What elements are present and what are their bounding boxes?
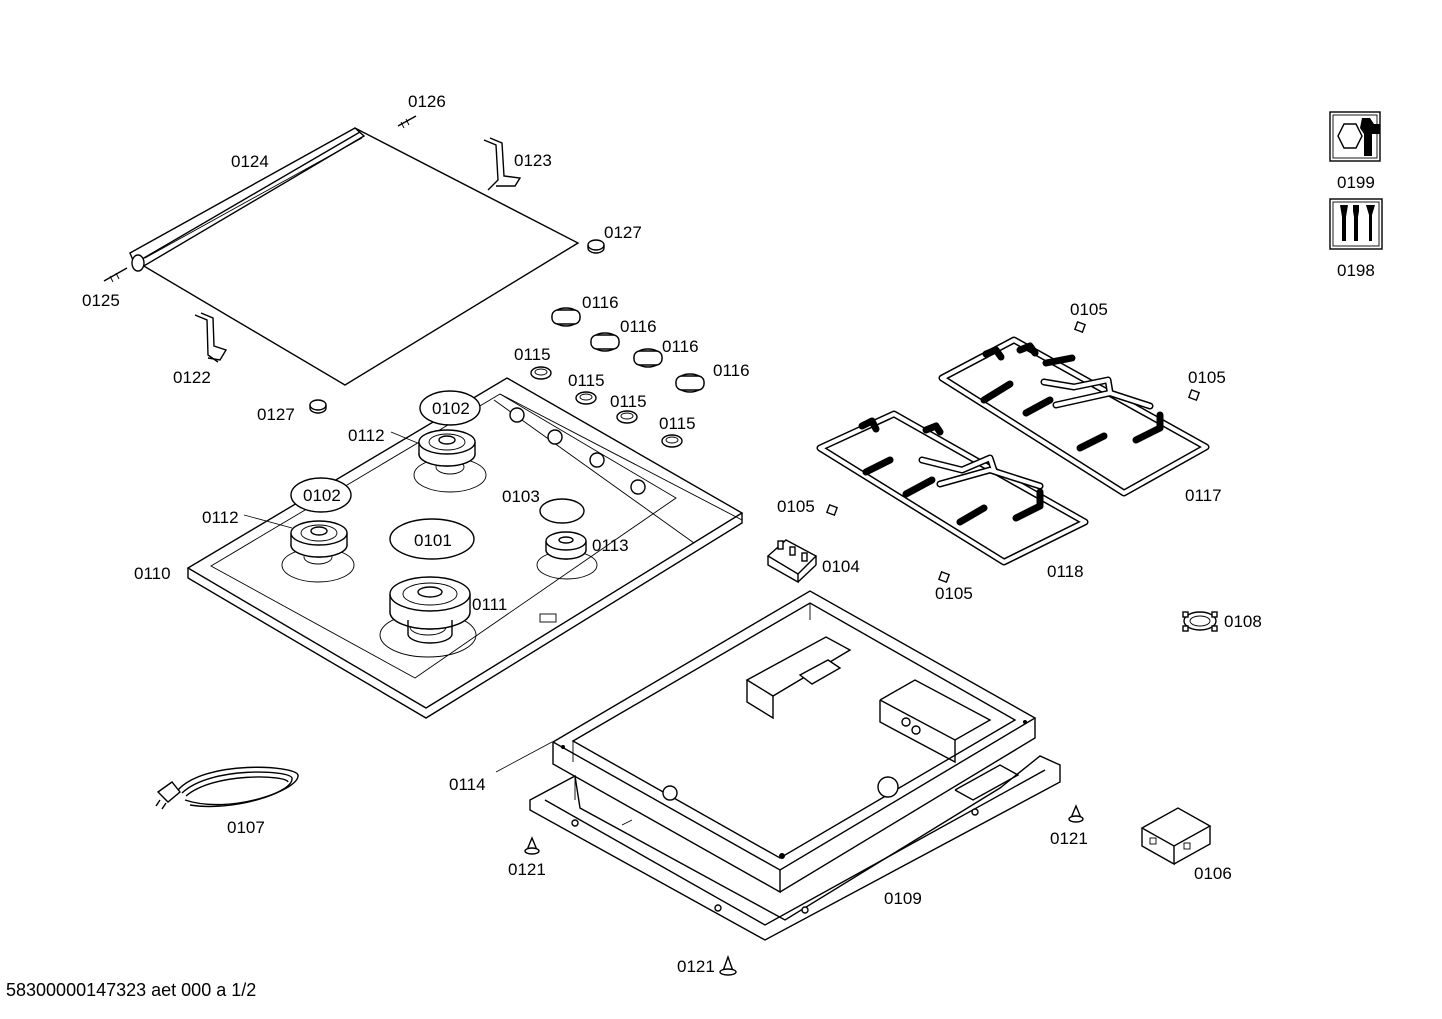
cover-lid[interactable] [129, 127, 580, 386]
burner-0113-small[interactable] [545, 531, 587, 560]
burner-cap-0103[interactable] [539, 498, 585, 524]
hinge-bracket-0122[interactable] [194, 312, 228, 363]
terminal-block-0104[interactable] [766, 539, 818, 584]
label-0115: 0115 [568, 371, 605, 390]
label-0102: 0102 [303, 486, 341, 505]
label-0198: 0198 [1337, 261, 1375, 280]
burner-cap-0102-left[interactable] [290, 477, 352, 513]
control-knob-3[interactable] [633, 348, 663, 368]
rubber-foot-0105-d[interactable] [937, 570, 951, 584]
leader-lines [243, 431, 553, 773]
knob-ring-3[interactable] [616, 410, 638, 424]
wrench-tool-icon[interactable] [1329, 111, 1381, 162]
label-0109: 0109 [884, 889, 922, 908]
label-0105: 0105 [935, 584, 973, 603]
burner-0112-rear[interactable] [418, 429, 476, 467]
base-tray-0109[interactable] [529, 755, 1061, 941]
label-0125: 0125 [82, 291, 120, 310]
hinge-bracket-0123[interactable] [483, 137, 522, 191]
rubber-buffer-0127-bottom[interactable] [309, 399, 327, 414]
gasket-0108[interactable] [1182, 611, 1218, 632]
label-0102: 0102 [432, 399, 470, 418]
label-0112: 0112 [202, 508, 239, 527]
foot-0121-bottom[interactable] [719, 954, 737, 976]
label-0123: 0123 [514, 151, 552, 170]
burner-0112-left[interactable] [290, 520, 348, 558]
label-0127: 0127 [257, 405, 295, 424]
power-cable-0107[interactable] [155, 766, 299, 810]
label-0105: 0105 [1188, 368, 1226, 387]
document-footer-id: 58300000147323 aet 000 a 1/2 [6, 980, 257, 1000]
label-0107: 0107 [227, 818, 265, 837]
pan-support-0118[interactable] [816, 410, 1089, 566]
label-0117: 0117 [1185, 486, 1222, 505]
rubber-foot-0105-a[interactable] [1073, 320, 1087, 334]
rubber-foot-0105-b[interactable] [1187, 388, 1201, 402]
label-0127: 0127 [604, 223, 642, 242]
control-knob-2[interactable] [590, 332, 620, 352]
label-0116: 0116 [713, 361, 750, 380]
burner-cap-0101[interactable] [389, 518, 475, 560]
knob-ring-4[interactable] [661, 434, 683, 448]
label-0114: 0114 [449, 775, 486, 794]
connector-box-0106[interactable] [1140, 807, 1212, 866]
label-0111: 0111 [472, 595, 507, 614]
tools-set-icon[interactable] [1329, 198, 1383, 250]
burner-cap-0102-rear[interactable] [419, 390, 481, 426]
label-0110: 0110 [134, 564, 171, 583]
label-0103: 0103 [502, 487, 540, 506]
label-0115: 0115 [659, 414, 696, 433]
label-0199: 0199 [1337, 173, 1375, 192]
burner-0111-large[interactable] [389, 576, 471, 644]
label-0121: 0121 [677, 957, 715, 976]
label-0116: 0116 [620, 317, 657, 336]
label-0106: 0106 [1194, 864, 1232, 883]
label-0116: 0116 [662, 337, 699, 356]
rubber-foot-0105-c[interactable] [825, 503, 839, 517]
part-labels: 0126 0124 0123 0127 0125 0122 0127 0116 … [82, 92, 1375, 976]
label-0121: 0121 [508, 860, 546, 879]
label-0115: 0115 [610, 392, 647, 411]
label-0122: 0122 [173, 368, 211, 387]
label-0104: 0104 [822, 557, 860, 576]
pan-support-0117[interactable] [938, 336, 1210, 497]
label-0105: 0105 [1070, 300, 1108, 319]
foot-0121-left[interactable] [524, 836, 540, 855]
knob-ring-2[interactable] [575, 391, 597, 405]
label-0126: 0126 [408, 92, 446, 111]
knob-ring-1[interactable] [530, 366, 552, 380]
rubber-buffer-0127-top[interactable] [587, 239, 605, 254]
foot-0121-right[interactable] [1068, 804, 1084, 823]
frame-0114[interactable] [551, 590, 1037, 894]
label-0115: 0115 [514, 345, 551, 364]
label-0112: 0112 [348, 426, 385, 445]
control-knob-4[interactable] [675, 373, 705, 393]
screw-0125[interactable] [103, 267, 128, 283]
label-0108: 0108 [1224, 612, 1262, 631]
label-0118: 0118 [1047, 562, 1084, 581]
label-0101: 0101 [414, 531, 452, 550]
label-0116: 0116 [582, 293, 619, 312]
screw-0126[interactable] [397, 115, 417, 129]
inner-components [662, 636, 992, 801]
label-0121: 0121 [1050, 829, 1088, 848]
label-0105: 0105 [777, 497, 815, 516]
label-0113: 0113 [592, 536, 629, 555]
control-knob-1[interactable] [551, 307, 581, 327]
label-0124: 0124 [231, 152, 269, 171]
